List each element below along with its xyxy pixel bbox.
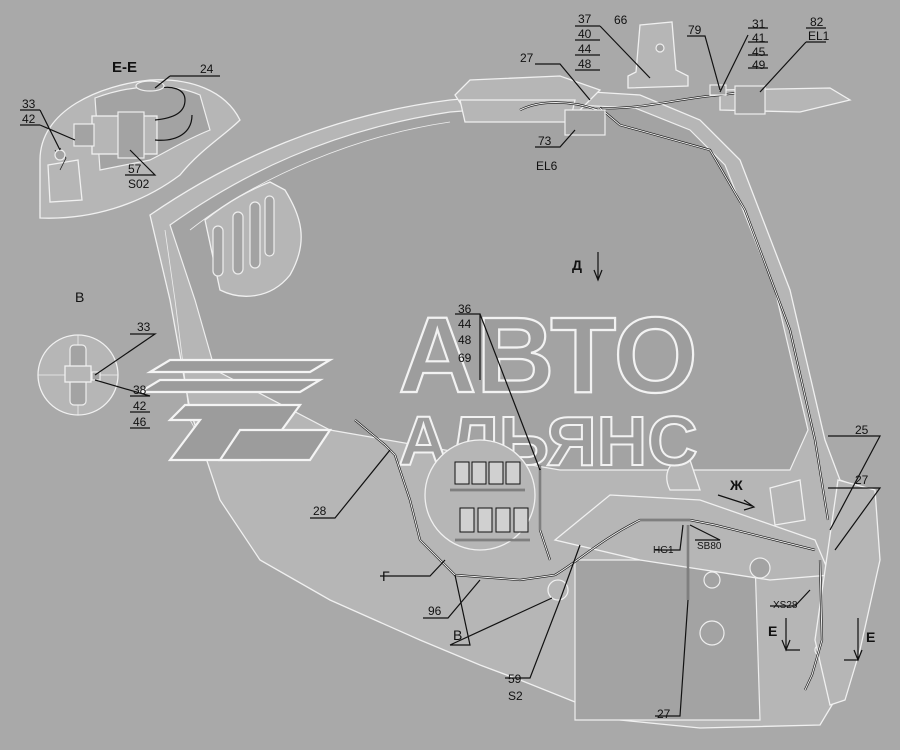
callout-69: 69 <box>458 351 472 365</box>
callout-42-b: 42 <box>133 399 147 413</box>
callout-24: 24 <box>200 62 214 76</box>
cut-e-right: Е <box>866 629 875 645</box>
callout-49: 49 <box>752 58 766 72</box>
label-s02: S02 <box>128 177 150 191</box>
watermark: АВТО АЛЬЯНС <box>136 293 699 481</box>
callout-82: 82 <box>810 15 824 29</box>
label-xs28: XS28 <box>773 600 798 611</box>
callout-44-mid: 44 <box>458 317 472 331</box>
callout-33-b: 33 <box>137 320 151 334</box>
view-g-label: Г <box>382 568 390 584</box>
callout-36: 36 <box>458 302 472 316</box>
svg-text:АВТО: АВТО <box>398 294 697 415</box>
label-sb80: SB80 <box>697 541 722 552</box>
view-b-marker: В <box>453 627 462 643</box>
vent-slots <box>212 195 275 277</box>
callout-31: 31 <box>752 17 766 31</box>
callout-45: 45 <box>752 45 766 59</box>
view-arrows <box>593 252 863 662</box>
callout-28: 28 <box>313 504 327 518</box>
callout-40: 40 <box>578 27 592 41</box>
view-b-detail <box>37 334 119 416</box>
cut-e-left: Е <box>768 623 777 639</box>
callout-66: 66 <box>614 13 628 27</box>
callout-41: 41 <box>752 31 766 45</box>
section-ee-detail <box>39 79 241 219</box>
callout-44-top: 44 <box>578 42 592 56</box>
callout-27-bottom: 27 <box>657 707 671 721</box>
callout-59: 59 <box>508 672 522 686</box>
relay-block-detail <box>424 439 536 551</box>
section-ee-label: Е-Е <box>112 59 137 76</box>
diagram-labels: Е-Е 24 33 42 57 S02 В 33 38 42 46 37 40 … <box>22 12 875 721</box>
callout-27-top: 27 <box>520 51 534 65</box>
callout-37: 37 <box>578 12 592 26</box>
label-s2: S2 <box>508 689 523 703</box>
label-el1: EL1 <box>808 29 830 43</box>
callout-38: 38 <box>133 383 147 397</box>
callout-25: 25 <box>855 423 869 437</box>
label-el6: EL6 <box>536 159 558 173</box>
callout-57: 57 <box>128 162 142 176</box>
watermark-logo <box>136 358 334 462</box>
callout-48-top: 48 <box>578 57 592 71</box>
wiring-harness <box>354 84 830 691</box>
view-b-title: В <box>75 289 84 305</box>
callout-27-right: 27 <box>855 473 869 487</box>
callout-33-top: 33 <box>22 97 36 111</box>
cab-outline <box>149 21 881 729</box>
label-hg1: HG1 <box>653 545 674 556</box>
callout-42-top: 42 <box>22 112 36 126</box>
callout-48-mid: 48 <box>458 333 472 347</box>
callout-73: 73 <box>538 134 552 148</box>
callout-79: 79 <box>688 23 702 37</box>
view-zh-label: Ж <box>729 477 743 493</box>
leader-lines <box>20 25 882 717</box>
callout-96: 96 <box>428 604 442 618</box>
callout-46: 46 <box>133 415 147 429</box>
view-d-label: Д <box>572 257 582 273</box>
